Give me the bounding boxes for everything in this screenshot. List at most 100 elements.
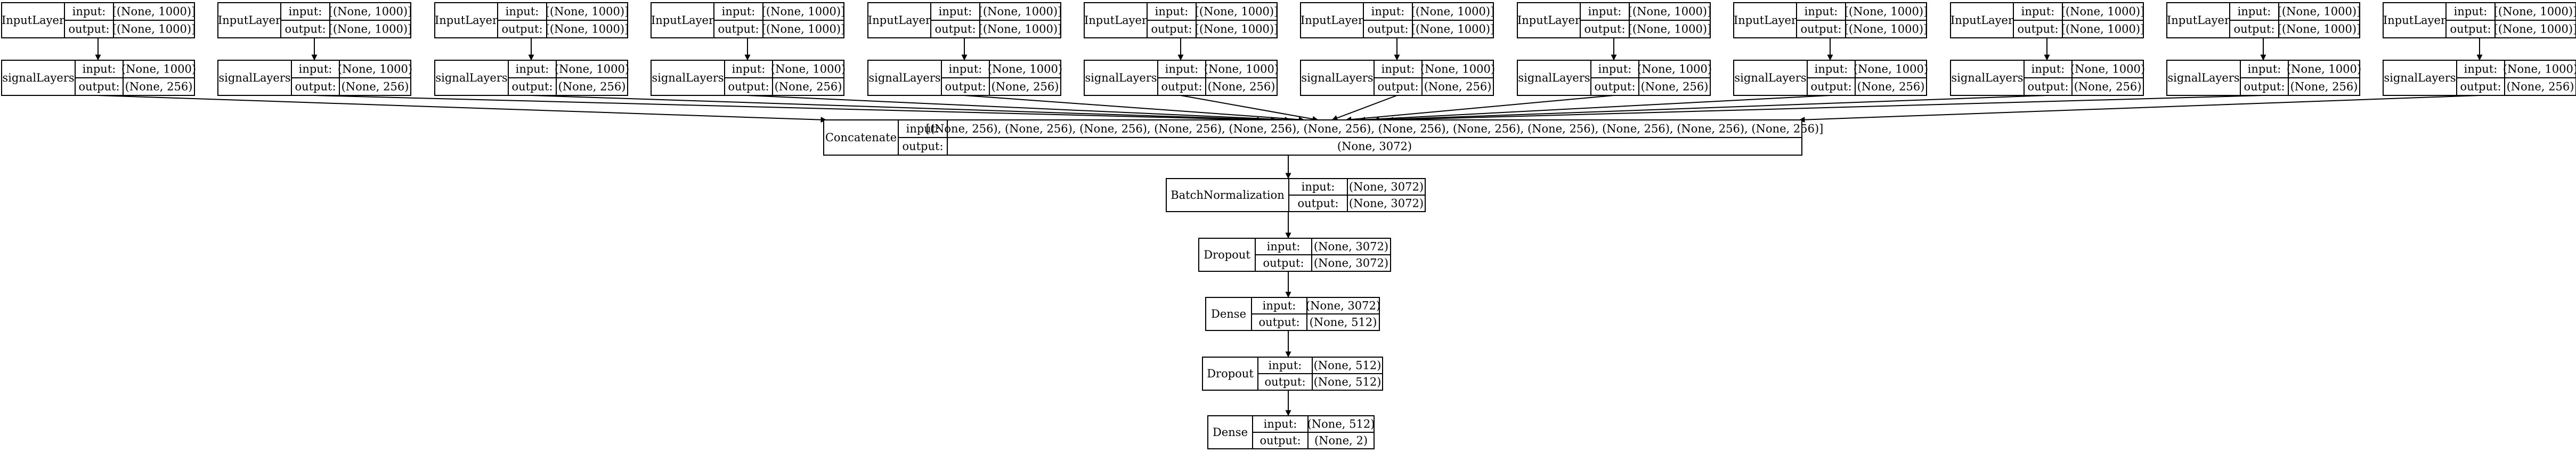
input-label: input: xyxy=(2021,5,2055,18)
layer-name: InputLayer xyxy=(1517,14,1581,27)
input-shape: (None, 1000) xyxy=(988,63,1062,76)
output-label: output: xyxy=(934,23,976,36)
connection-arrow xyxy=(1345,95,1614,123)
output-label: output: xyxy=(1151,23,1192,36)
input-label: input: xyxy=(722,5,755,18)
layer-name: Dense xyxy=(1213,426,1248,439)
output-shape: (None, 256) xyxy=(2074,80,2142,93)
output-label: output: xyxy=(1594,80,1635,93)
input-label: input: xyxy=(939,5,972,18)
output-label: output: xyxy=(295,80,336,93)
input-label: input: xyxy=(2238,5,2271,18)
output-label: output: xyxy=(2233,23,2274,36)
output-label: output: xyxy=(902,140,943,153)
output-shape: [(None, 1000)] xyxy=(329,23,412,36)
output-shape: (None, 256) xyxy=(1641,80,1709,93)
output-label: output: xyxy=(1800,23,1841,36)
input-shape: [(None, 1000)] xyxy=(1195,5,1279,18)
input-label: input: xyxy=(1815,63,1848,76)
input-label: input: xyxy=(2454,5,2488,18)
input-label: input: xyxy=(1165,63,1199,76)
input-label: input: xyxy=(83,63,116,76)
output-shape: (None, 3072) xyxy=(1314,257,1388,270)
layer-name: Concatenate xyxy=(825,131,897,144)
output-label: output: xyxy=(501,23,542,36)
input-label: input: xyxy=(299,63,332,76)
input-label: input: xyxy=(72,5,106,18)
layer-name: Dense xyxy=(1211,308,1246,320)
input-label: input: xyxy=(1267,240,1301,253)
layer-name: Dropout xyxy=(1204,248,1250,261)
input-shape: (None, 1000) xyxy=(338,63,412,76)
input-shape: [(None, 1000)] xyxy=(546,5,629,18)
output-label: output: xyxy=(1810,80,1851,93)
input-shape: (None, 1000) xyxy=(555,63,629,76)
output-label: output: xyxy=(1259,434,1301,447)
layer-name: signalLayers xyxy=(2167,71,2239,84)
input-label: input: xyxy=(1263,300,1296,312)
input-shape: [(None, 1000)] xyxy=(1411,5,1495,18)
output-label: output: xyxy=(1377,80,1418,93)
output-label: output: xyxy=(728,80,769,93)
connection-arrow xyxy=(1359,95,1831,123)
output-shape: [(None, 1000)] xyxy=(1628,23,1712,36)
layer-name: InputLayer xyxy=(2383,14,2447,27)
input-label: input: xyxy=(1598,63,1632,76)
input-shape: (None, 3072) xyxy=(1314,240,1388,253)
input-shape: (None, 3072) xyxy=(1306,300,1380,312)
output-label: output: xyxy=(1367,23,1408,36)
input-shape: (None, 1000) xyxy=(1854,63,1928,76)
input-label: input: xyxy=(949,63,982,76)
connection-arrow xyxy=(314,95,1263,123)
layer-name: InputLayer xyxy=(1734,14,1797,27)
input-label: input: xyxy=(1269,359,1302,372)
input-shape: [(None, 1000)] xyxy=(2061,5,2145,18)
layer-name: InputLayer xyxy=(651,14,714,27)
layer-name: InputLayer xyxy=(1084,14,1148,27)
output-shape: [(None, 1000)] xyxy=(1411,23,1495,36)
layer-name: BatchNormalization xyxy=(1171,189,1285,201)
connection-arrow xyxy=(1387,95,2264,123)
output-shape: (None, 256) xyxy=(1208,80,1275,93)
layer-name: signalLayers xyxy=(1518,71,1590,84)
input-shape: [(None, 1000)] xyxy=(979,5,1062,18)
connection-arrow xyxy=(964,95,1305,123)
output-label: output: xyxy=(1264,376,1305,389)
input-label: input: xyxy=(516,63,549,76)
output-shape: [(None, 1000)] xyxy=(112,23,196,36)
input-shape: [(None, 1000)] xyxy=(762,5,846,18)
input-label: input: xyxy=(2031,63,2065,76)
input-shape: (None, 1000) xyxy=(771,63,846,76)
layer-name: signalLayers xyxy=(218,71,290,84)
output-shape: (None, 256) xyxy=(1424,80,1492,93)
output-shape: (None, 256) xyxy=(1857,80,1925,93)
output-shape: (None, 512) xyxy=(1310,316,1377,329)
layer-name: signalLayers xyxy=(868,71,940,84)
output-label: output: xyxy=(1297,197,1338,210)
layer-name: signalLayers xyxy=(1301,71,1373,84)
input-label: input: xyxy=(1155,5,1189,18)
connection-arrow xyxy=(1180,95,1319,122)
layer-name: InputLayer xyxy=(868,14,931,27)
input-shape: [(None, 1000)] xyxy=(112,5,196,18)
layer-name: InputLayer xyxy=(2167,14,2230,27)
input-label: input: xyxy=(506,5,539,18)
